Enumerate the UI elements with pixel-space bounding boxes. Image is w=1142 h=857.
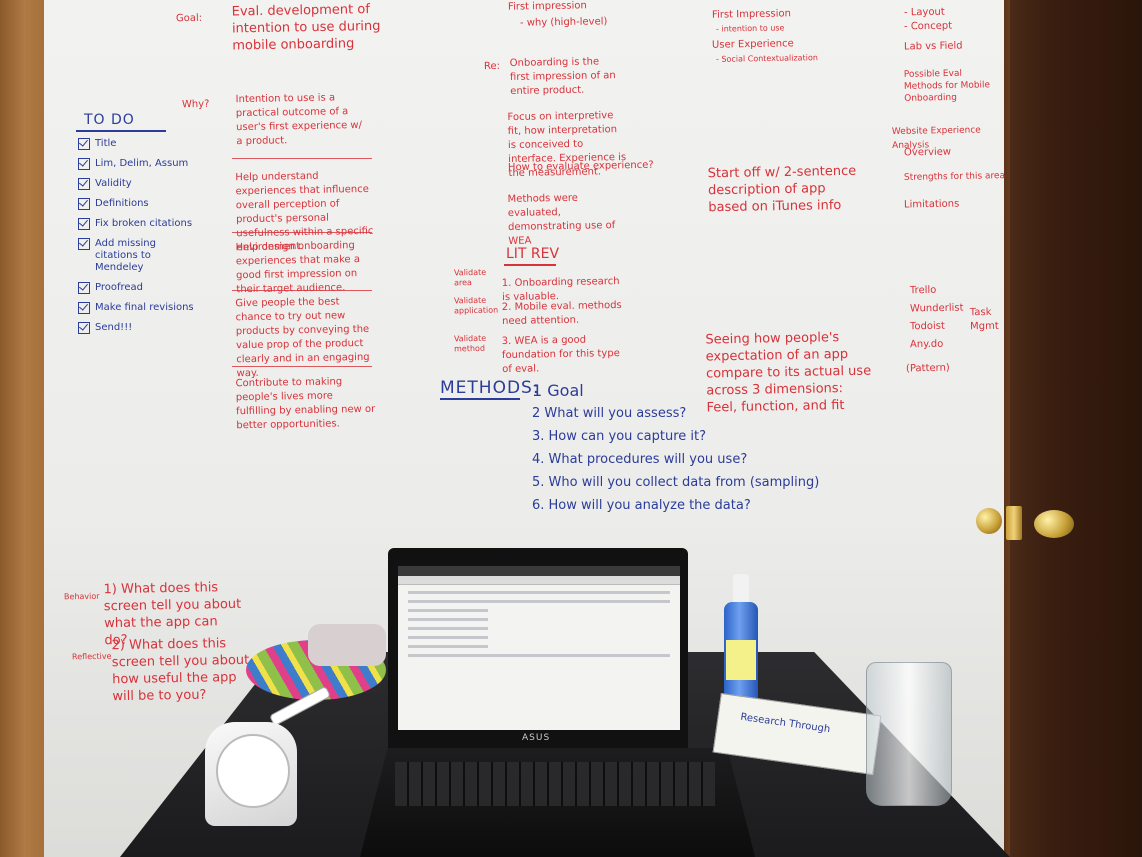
todo-item: Lim, Delim, Assum [78, 158, 196, 170]
methods-title: METHODS: [440, 378, 540, 398]
evaluate-note: How to evaluate experience? [507, 159, 654, 174]
methods-underline [440, 398, 520, 400]
todo-underline [76, 130, 166, 132]
pattern-note: (Pattern) [905, 362, 950, 375]
methods-item: 6. How will you analyze the data? [532, 498, 751, 513]
cloth [308, 624, 386, 666]
task-mgmt-note: Task Mgmt [969, 306, 999, 333]
tool-trello: Trello [909, 284, 937, 297]
screen-tabs [398, 576, 680, 585]
behavior-label: Behavior [63, 591, 100, 602]
checkbox-icon [78, 238, 90, 250]
methods-item: 1 Goal [532, 381, 584, 400]
door-latch [1006, 506, 1022, 540]
methods-item: 3. How can you capture it? [532, 429, 707, 444]
first-impression-note: First impression [507, 0, 587, 13]
why-step-1: Intention to use is a practical outcome … [235, 92, 363, 148]
laptop-keyboard [395, 762, 715, 806]
doorknob-left [976, 508, 1002, 534]
screen-text-line [408, 654, 670, 657]
layout-note: - Layout [903, 6, 945, 19]
why-step-3: Help design onboarding experiences that … [235, 240, 361, 296]
why-label: Why? [181, 98, 210, 111]
question-2: 2) What does this screen tell you about … [111, 636, 250, 705]
todo-item: Proofread [78, 282, 196, 294]
screen-text-line [408, 627, 488, 630]
todo-item: Definitions [78, 198, 196, 210]
divider [232, 158, 372, 159]
todo-item: Title [78, 138, 196, 150]
litrev-underline [504, 264, 556, 266]
first-impression-right: First Impression [711, 8, 792, 21]
tool-wunderlist: Wunderlist [909, 302, 964, 315]
goal-label: Goal: [175, 12, 203, 25]
spray-nozzle [733, 574, 749, 604]
divider [232, 290, 372, 291]
tool-todoist: Todoist [909, 320, 945, 333]
litrev-side-2: Validate application [453, 295, 499, 316]
divider [232, 232, 372, 233]
strengths-note: Strengths for this area [903, 171, 1006, 183]
checkbox-icon [78, 322, 90, 334]
litrev-item-3: 3. WEA is a good foundation for this typ… [501, 334, 620, 376]
todo-item: Fix broken citations [78, 218, 196, 230]
first-impression-sub: - why (high-level) [519, 16, 608, 29]
user-experience-sub: - Social Contextualization [715, 53, 818, 64]
todo-list: Title Lim, Delim, Assum Validity Definit… [78, 138, 196, 342]
screen-text-line [408, 591, 670, 594]
checkbox-icon [78, 282, 90, 294]
laptop-brand: ASUS [522, 733, 551, 743]
divider [232, 366, 372, 367]
screen-text-line [408, 609, 488, 612]
screen-text-line [408, 636, 488, 639]
methods-item: 2 What will you assess? [532, 406, 687, 421]
drinking-glass [866, 662, 952, 806]
reflective-label: Reflective [71, 651, 112, 662]
checkbox-icon [78, 138, 90, 150]
litrev-title: LIT REV [506, 246, 560, 262]
re-label: Re: [483, 60, 501, 73]
checkbox-icon [78, 302, 90, 314]
todo-item: Add missing citations to Mendeley [78, 238, 196, 274]
methods-item: 4. What procedures will you use? [532, 452, 748, 467]
laptop-screen [398, 566, 680, 730]
concept-note: - Concept [903, 20, 953, 33]
door [1010, 0, 1142, 857]
spray-label [726, 640, 756, 680]
tool-anydo: Any.do [909, 338, 944, 351]
first-impression-right-sub: - intention to use [715, 23, 785, 34]
screen-text-line [408, 600, 670, 603]
checkbox-icon [78, 158, 90, 170]
litrev-side-1: Validate area [453, 267, 487, 288]
checkbox-icon [78, 178, 90, 190]
user-experience: User Experience [711, 38, 794, 51]
checkbox-icon [78, 198, 90, 210]
screen-titlebar [398, 566, 680, 576]
methods-list: 1 Goal 2 What will you assess? 3. How ca… [532, 382, 819, 520]
timer-dial [216, 734, 290, 808]
re-text: Onboarding is the first impression of an… [509, 56, 616, 97]
overview-note: Overview [903, 146, 952, 159]
why-step-5: Contribute to making people's lives more… [235, 376, 376, 432]
goal-text: Eval. development of intention to use du… [231, 2, 381, 54]
litrev-item-2: 2. Mobile eval. methods need attention. [501, 299, 622, 328]
why-step-4: Give people the best chance to try out n… [235, 296, 370, 380]
possible-methods-note: Possible Eval Methods for Mobile Onboard… [903, 68, 991, 104]
todo-item: Send!!! [78, 322, 196, 334]
seeing-note: Seeing how people's expectation of an ap… [705, 330, 872, 416]
methods-item: 5. Who will you collect data from (sampl… [532, 475, 820, 490]
todo-title: TO DO [84, 112, 135, 128]
todo-item: Validity [78, 178, 196, 190]
methods-eval-note: Methods were evaluated, demonstrating us… [507, 192, 616, 247]
start-off-note: Start off w/ 2-sentence description of a… [707, 163, 857, 216]
checkbox-icon [78, 218, 90, 230]
todo-item: Make final revisions [78, 302, 196, 314]
litrev-side-3: Validate method [453, 333, 487, 354]
doorknob-right [1034, 510, 1074, 538]
screen-text-line [408, 618, 488, 621]
limitations-note: Limitations [903, 198, 960, 211]
lab-field-note: Lab vs Field [903, 40, 963, 53]
screen-text-line [408, 645, 488, 648]
